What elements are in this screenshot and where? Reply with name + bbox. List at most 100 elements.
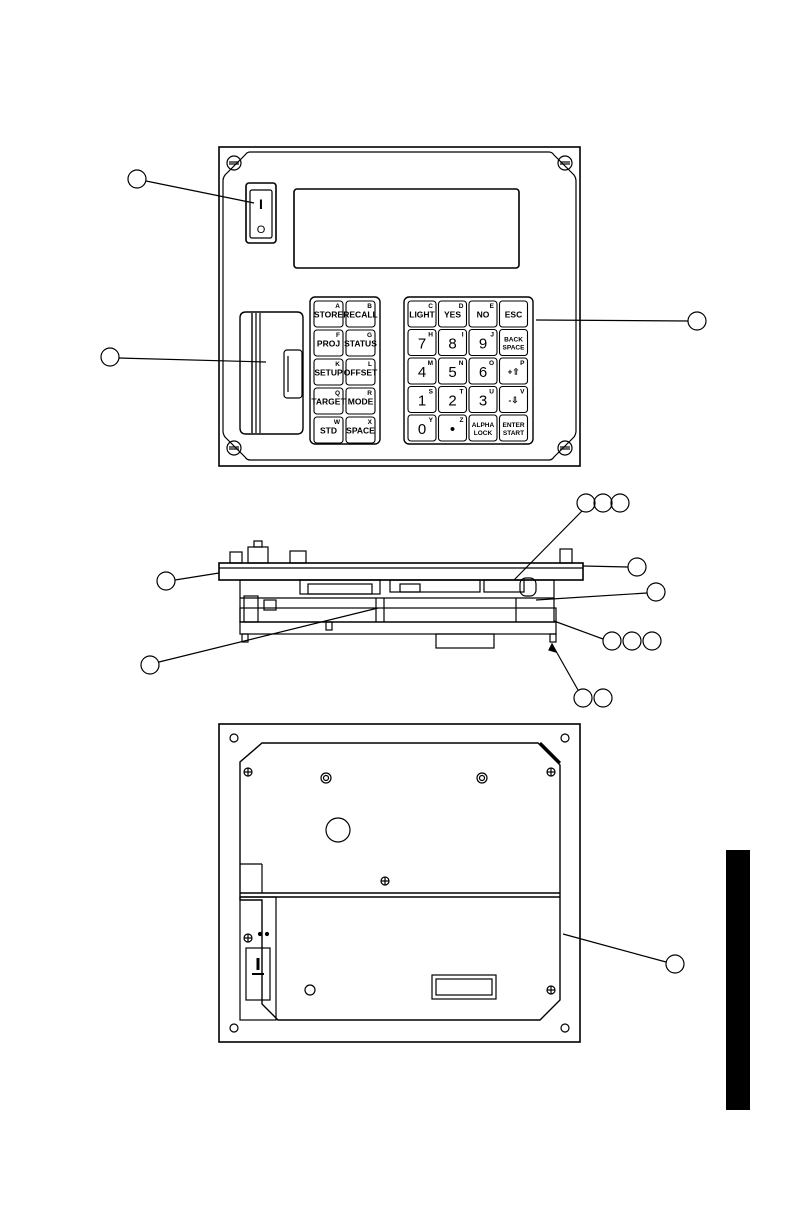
key-label: 9 bbox=[479, 336, 487, 353]
key-5[interactable]: 5N bbox=[439, 358, 467, 384]
key-label: TARGET bbox=[311, 397, 346, 407]
key-0[interactable]: 0Y bbox=[408, 415, 436, 441]
screw-icon bbox=[227, 156, 241, 170]
side-connector bbox=[436, 634, 494, 648]
key-label: STATUS bbox=[344, 339, 377, 349]
screw-icon bbox=[381, 877, 389, 885]
callout-balloon bbox=[647, 583, 665, 601]
key-label: • bbox=[450, 421, 455, 438]
key-8[interactable]: 8I bbox=[439, 330, 467, 356]
leader-line bbox=[563, 934, 666, 962]
key-label: RECALL bbox=[343, 310, 377, 320]
key-alpha-label: K bbox=[335, 361, 340, 368]
callout-balloon bbox=[666, 955, 684, 973]
key-label: STD bbox=[320, 426, 337, 436]
callout-balloon bbox=[128, 170, 146, 188]
key-alpha-label: N bbox=[459, 360, 464, 367]
key-label: SPACE bbox=[503, 345, 526, 352]
screw-icon bbox=[558, 156, 572, 170]
key-alpha-label: C bbox=[428, 303, 433, 310]
callout-balloon bbox=[574, 689, 592, 707]
key-label: -⇩ bbox=[509, 395, 519, 405]
screw-icon bbox=[244, 768, 252, 776]
key-alpha-label: Y bbox=[429, 417, 434, 424]
front-panel-outline bbox=[219, 147, 580, 466]
switch-on-mark: I bbox=[259, 196, 263, 212]
side-view bbox=[141, 494, 665, 707]
key-key[interactable]: -⇩V bbox=[500, 387, 528, 413]
key-alpha-label: B bbox=[367, 303, 372, 310]
key-alpha-label: J bbox=[490, 332, 494, 339]
key-label: 2 bbox=[448, 393, 456, 410]
leader-line bbox=[159, 608, 378, 662]
key-6[interactable]: 6O bbox=[469, 358, 497, 384]
callout-balloon bbox=[594, 689, 612, 707]
key-label: 8 bbox=[448, 336, 456, 353]
callout-balloon bbox=[157, 572, 175, 590]
key-no[interactable]: NOE bbox=[469, 301, 497, 327]
display-window bbox=[294, 189, 519, 268]
leader-line bbox=[514, 511, 582, 580]
key-label: 1 bbox=[418, 393, 426, 410]
key-alpha-label: X bbox=[368, 419, 373, 426]
callout-balloon bbox=[141, 656, 159, 674]
key-label: 6 bbox=[479, 364, 487, 381]
standoff-icon bbox=[477, 773, 487, 783]
key-label: BACK bbox=[504, 337, 523, 344]
callout-balloon bbox=[101, 348, 119, 366]
key-alpha-label: S bbox=[429, 389, 434, 396]
key-label: +⇧ bbox=[507, 367, 519, 377]
key-key[interactable]: +⇧P bbox=[500, 358, 528, 384]
key-7[interactable]: 7H bbox=[408, 330, 436, 356]
key-label: ENTER bbox=[502, 422, 524, 429]
rear-port-icon bbox=[326, 818, 350, 842]
callout-balloon bbox=[688, 312, 706, 330]
switch-off-mark: O bbox=[257, 224, 266, 236]
key-alpha-label: L bbox=[368, 361, 372, 368]
key-2[interactable]: 2T bbox=[439, 387, 467, 413]
key-esc[interactable]: ESC bbox=[500, 301, 528, 327]
key-label: 5 bbox=[448, 364, 456, 381]
key-label: STORE bbox=[314, 310, 343, 320]
key-key[interactable]: •Z bbox=[439, 415, 467, 441]
leader-line bbox=[536, 593, 647, 600]
callout-balloon bbox=[628, 558, 646, 576]
key-label: YES bbox=[444, 310, 461, 320]
key-alpha-label: G bbox=[367, 332, 372, 339]
right-keypad: LIGHTCYESDNOEESC7H8I9JBACKSPACE4M5N6O+⇧P… bbox=[408, 301, 528, 441]
key-1[interactable]: 1S bbox=[408, 387, 436, 413]
key-label: START bbox=[503, 430, 524, 437]
leader-line bbox=[146, 181, 254, 203]
key-alpha-label: I bbox=[462, 332, 464, 339]
key-3[interactable]: 3U bbox=[469, 387, 497, 413]
key-4[interactable]: 4M bbox=[408, 358, 436, 384]
key-alpha-label: P bbox=[520, 360, 525, 367]
power-switch[interactable]: I O bbox=[246, 183, 276, 243]
front-view: I O STOREARECALLBPROJFSTATUSGSETUPKOFFSE… bbox=[101, 147, 706, 466]
key-label: ALPHA bbox=[472, 422, 495, 429]
leader-line bbox=[119, 358, 266, 362]
callout-balloon bbox=[611, 494, 629, 512]
printer-slot bbox=[240, 312, 303, 434]
screw-icon bbox=[227, 441, 241, 455]
key-9[interactable]: 9J bbox=[469, 330, 497, 356]
leader-line bbox=[536, 320, 688, 321]
key-alpha-label: E bbox=[490, 303, 495, 310]
key-alpha-label: Q bbox=[335, 390, 340, 397]
